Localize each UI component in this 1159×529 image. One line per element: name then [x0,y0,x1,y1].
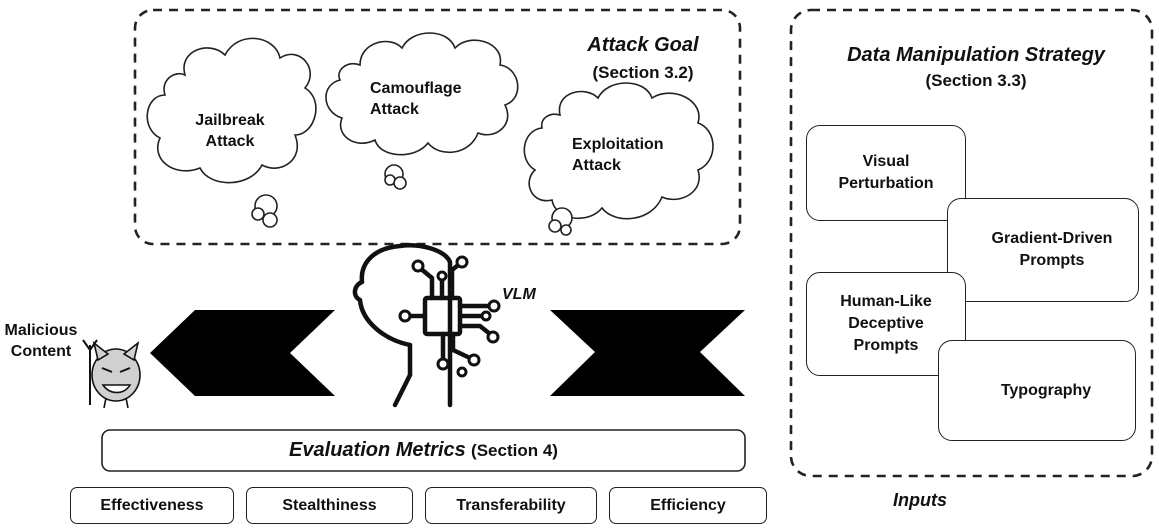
strategy-typography: Typography [938,340,1136,441]
thought-cloud-icon [146,37,317,228]
strategy-label-line: Deceptive [848,315,924,332]
cloud-label-line: Attack [205,133,255,150]
cloud-label-exploitation: Exploitation Attack [572,134,687,176]
strategy-visual-perturbation: Visual Perturbation [806,125,966,221]
metric-effectiveness: Effectiveness [70,487,234,524]
output-label-line: Content [10,343,72,360]
strategy-label-line: Prompts [1019,252,1085,269]
metric-stealthiness: Stealthiness [246,487,413,524]
strategy-label-line: Perturbation [838,175,934,192]
thought-cloud-icon [523,82,714,236]
strategy-section: (Section 3.3) [925,71,1027,90]
evaluation-title: Evaluation Metrics (Section 4) [102,440,745,461]
strategy-gradient-driven-prompts: Gradient-Driven Prompts [947,198,1139,302]
strategy-label-line: Human-Like [840,293,932,310]
evaluation-box [101,429,746,472]
inputs-label: Inputs [893,490,947,510]
strategy-label-line: Prompts [853,337,919,354]
thought-cloud-icon [325,32,519,190]
ai-head-circuit-icon [352,243,493,408]
chevron-arrow-icon [550,310,745,396]
evaluation-section: (Section 4) [471,441,558,460]
strategy-title: Data Manipulation Strategy [847,44,1105,66]
strategy-label-line: Typography [1000,381,1092,399]
metric-transferability: Transferability [425,487,597,524]
cloud-label-line: Camouflage [370,80,462,97]
devil-icon [82,339,141,409]
strategy-human-like-deceptive-prompts: Human-Like Deceptive Prompts [806,272,966,376]
metric-efficiency: Efficiency [609,487,767,524]
vlm-label: VLM [502,286,536,303]
attack-goal-title: Attack Goal [587,34,699,56]
strategy-frame [789,8,1154,478]
cloud-label-jailbreak: Jailbreak Attack [180,110,280,152]
strategy-label-line: Visual [862,153,910,170]
cloud-label-camouflage: Camouflage Attack [370,78,480,120]
malicious-content-label: Malicious Content [0,320,82,362]
cloud-label-line: Exploitation [572,136,664,153]
evaluation-title-text: Evaluation Metrics [289,439,466,461]
cloud-label-line: Attack [572,157,621,174]
attack-goal-section: (Section 3.2) [592,63,694,82]
cloud-label-line: Attack [370,101,419,118]
output-label-line: Malicious [4,322,78,339]
cloud-label-line: Jailbreak [195,112,265,129]
strategy-label-line: Gradient-Driven [991,230,1113,247]
attack-goal-frame [133,8,742,246]
chevron-arrow-icon [150,310,335,396]
circuit-node-icons [398,255,501,378]
